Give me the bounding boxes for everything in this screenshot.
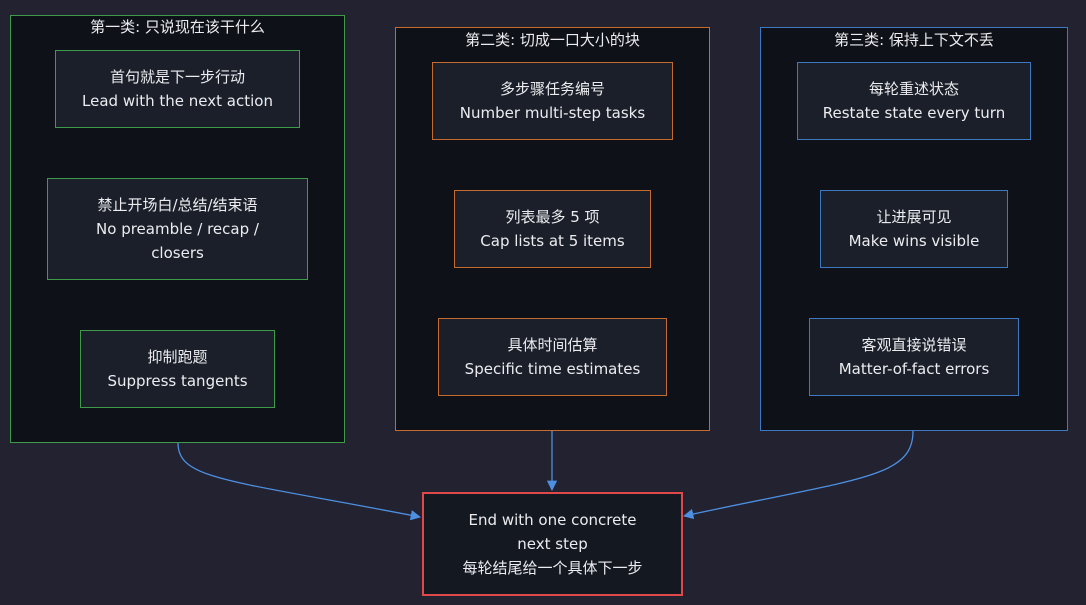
node-label-en: No preamble / recap / <box>96 220 259 238</box>
node-label-zh: 让进展可见 <box>876 208 952 226</box>
node-label-zh: 具体时间估算 <box>507 336 598 354</box>
node-matter-of-fact-errors: 客观直接说错误 Matter-of-fact errors <box>809 318 1019 396</box>
node-restate-state: 每轮重述状态 Restate state every turn <box>797 62 1031 140</box>
group-1-title: 第一类: 只说现在该干什么 <box>90 18 265 36</box>
node-no-preamble: 禁止开场白/总结/结束语 No preamble / recap / close… <box>47 178 308 280</box>
edge-group3-to-final <box>682 430 914 520</box>
node-label-zh: 多步骤任务编号 <box>499 80 605 98</box>
node-label-en: Number multi-step tasks <box>459 104 646 122</box>
edge-group1-to-final <box>177 442 422 521</box>
node-label-en: Suppress tangents <box>107 372 248 390</box>
final-label-line1: End with one concrete <box>468 511 637 529</box>
group-2-title: 第二类: 切成一口大小的块 <box>465 31 640 49</box>
node-label-en: Lead with the next action <box>82 92 273 110</box>
group-3-title: 第三类: 保持上下文不丢 <box>834 31 994 49</box>
node-suppress-tangents: 抑制跑题 Suppress tangents <box>80 330 275 408</box>
node-label-zh: 列表最多 5 项 <box>505 208 600 226</box>
node-label-zh: 首句就是下一步行动 <box>109 68 245 86</box>
node-label-en: Restate state every turn <box>822 104 1006 122</box>
node-specific-time-estimates: 具体时间估算 Specific time estimates <box>438 318 667 396</box>
node-label-en: Specific time estimates <box>464 360 641 378</box>
node-number-multi-step-tasks: 多步骤任务编号 Number multi-step tasks <box>432 62 673 140</box>
node-final-next-step: End with one concrete next step 每轮结尾给一个具… <box>422 492 683 596</box>
final-label-line3: 每轮结尾给一个具体下一步 <box>462 559 643 577</box>
node-make-wins-visible: 让进展可见 Make wins visible <box>820 190 1008 268</box>
node-label-zh: 每轮重述状态 <box>868 80 959 98</box>
node-label-zh: 客观直接说错误 <box>861 336 967 354</box>
node-label-en: Make wins visible <box>848 232 980 250</box>
node-cap-lists: 列表最多 5 项 Cap lists at 5 items <box>454 190 651 268</box>
node-label-zh: 抑制跑题 <box>147 348 208 366</box>
node-label-zh: 禁止开场白/总结/结束语 <box>97 196 258 214</box>
final-label-line2: next step <box>517 535 588 553</box>
node-label-en-line2: closers <box>151 244 204 262</box>
node-label-en: Cap lists at 5 items <box>480 232 625 250</box>
node-lead-with-next-action: 首句就是下一步行动 Lead with the next action <box>55 50 300 128</box>
node-label-en: Matter-of-fact errors <box>838 360 990 378</box>
